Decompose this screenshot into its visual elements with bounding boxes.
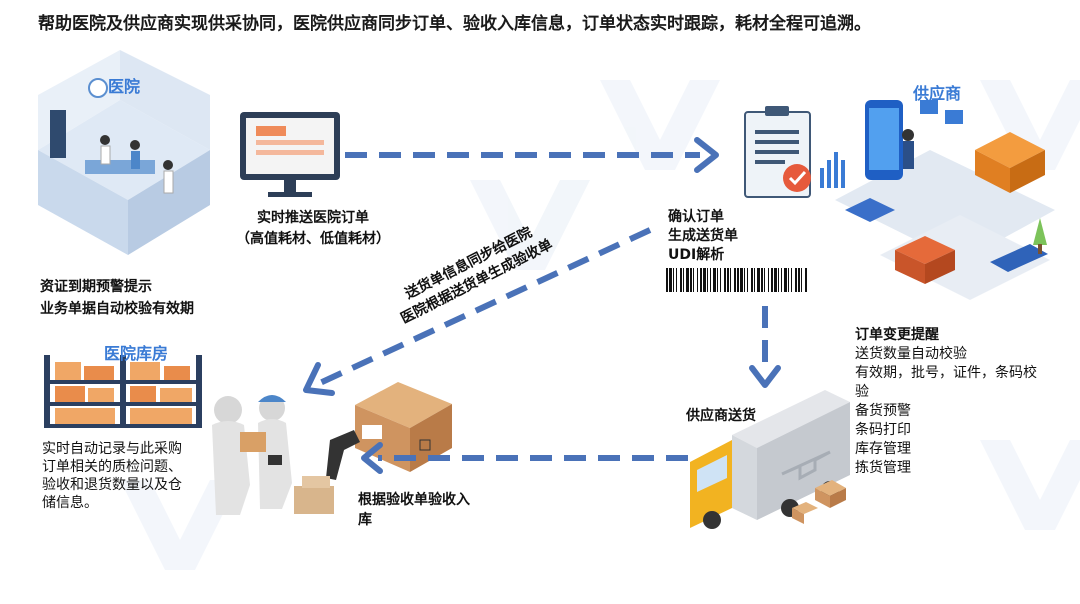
supplier-feature: 送货数量自动校验 [855, 346, 967, 362]
hospital-room-illustration [38, 50, 210, 255]
confirm-line: 确认订单 [668, 209, 724, 225]
barcode-icon [666, 268, 807, 292]
supplier-label: 供应商 [913, 84, 962, 103]
supplier-scene-illustration [820, 100, 1055, 300]
handover-people-illustration [212, 395, 292, 515]
delivery-truck-illustration [690, 390, 850, 529]
order-change-title: 订单变更提醒 [855, 327, 939, 343]
warehouse-shelves-illustration [44, 355, 202, 428]
supplier-feature: 库存管理 [855, 441, 911, 457]
supplier-feature: 验 [855, 384, 869, 400]
monitor-icon [240, 112, 340, 197]
push-order-text: 实时推送医院订单 （高值耗材、低值耗材） [228, 208, 398, 250]
confirm-line: 生成送货单 [668, 228, 738, 244]
flow-arrows [318, 152, 768, 461]
push-order-line: （高值耗材、低值耗材） [236, 231, 390, 247]
supplier-feature-list: 订单变更提醒 送货数量自动校验 有效期，批号，证件，条码校 验 备货预警 条码打… [855, 326, 1037, 478]
supplier-feature: 有效期，批号，证件，条码校 [855, 365, 1037, 381]
supplier-feature: 拣货管理 [855, 460, 911, 476]
warehouse-notes: 实时自动记录与此采购 订单相关的质检问题、 验收和退货数量以及仓 储信息。 [42, 440, 182, 512]
watermark-pattern [120, 80, 1080, 570]
hospital-note: 资证到期预警提示 [40, 279, 152, 295]
confirmed-document-icon [744, 106, 811, 198]
barcode-scanner-icon [294, 430, 360, 514]
receive-line: 库 [358, 512, 372, 528]
push-order-line: 实时推送医院订单 [257, 210, 369, 226]
hospital-note: 业务单据自动校验有效期 [40, 301, 194, 317]
confirm-order-text: 确认订单 生成送货单 UDI解析 [668, 208, 738, 265]
hospital-notes: 资证到期预警提示 业务单据自动校验有效期 [40, 276, 194, 320]
warehouse-note: 订单相关的质检问题、 [42, 459, 182, 475]
warehouse-label: 医院库房 [104, 344, 169, 363]
supplier-feature: 备货预警 [855, 403, 911, 419]
supplier-feature: 条码打印 [855, 422, 911, 438]
receive-text: 根据验收单验收入 库 [358, 490, 470, 530]
receive-line: 根据验收单验收入 [358, 492, 470, 508]
warehouse-note: 实时自动记录与此采购 [42, 441, 182, 457]
hospital-label: 医院 [108, 77, 141, 96]
arrow-supplier-to-warehouse [318, 227, 652, 386]
warehouse-note: 验收和退货数量以及仓 [42, 477, 182, 493]
delivery-label: 供应商送货 [686, 408, 756, 424]
page-headline: 帮助医院及供应商实现供采协同，医院供应商同步订单、验收入库信息，订单状态实时跟踪… [38, 14, 871, 34]
arrow-heads [303, 137, 781, 474]
warehouse-note: 储信息。 [42, 495, 98, 511]
confirm-line: UDI解析 [668, 247, 725, 263]
